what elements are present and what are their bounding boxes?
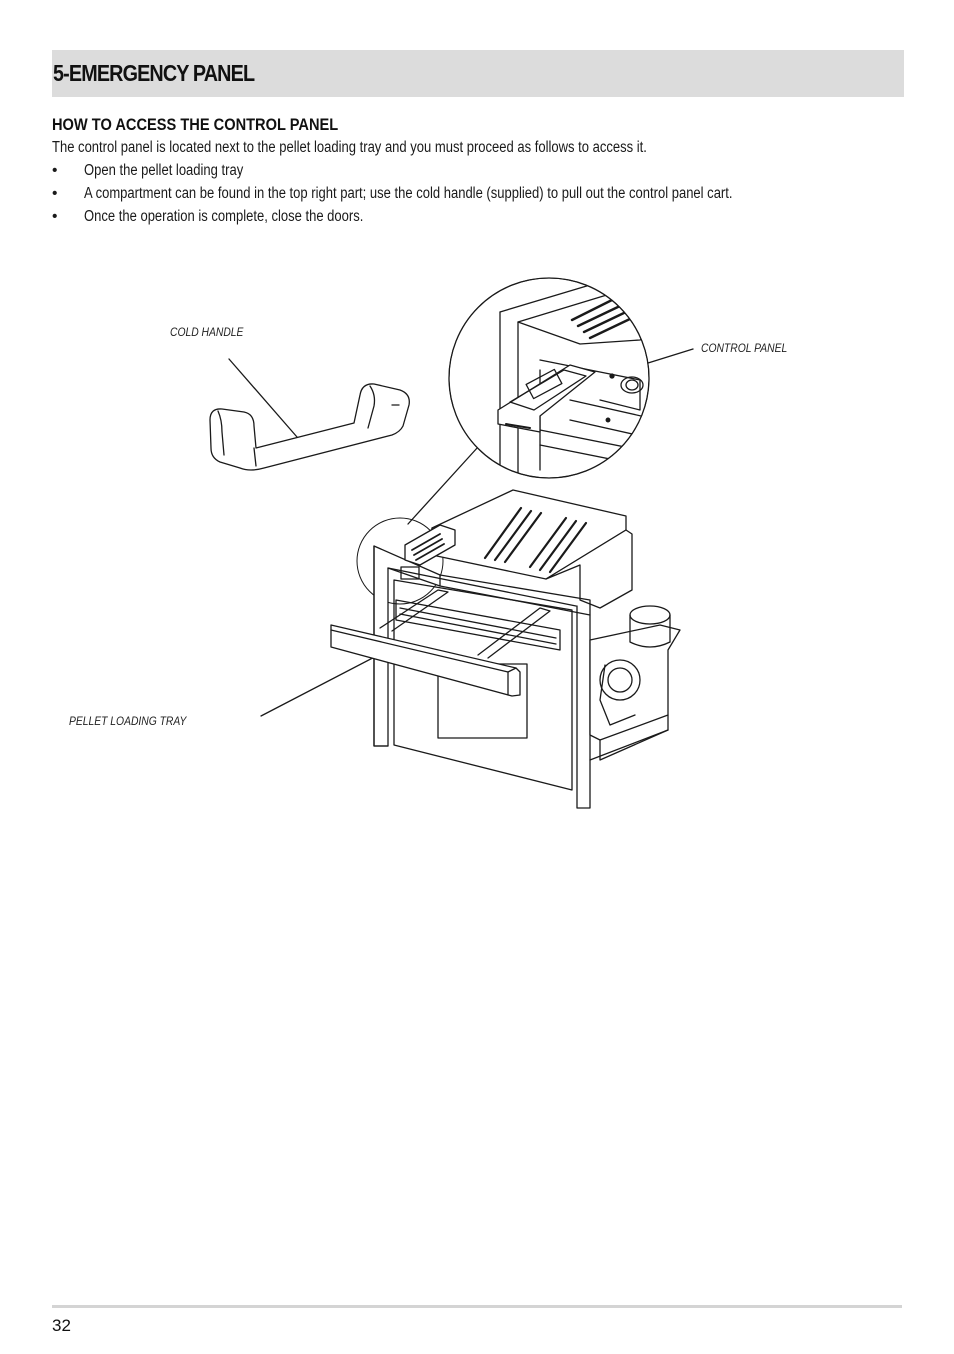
stove-body <box>330 489 681 809</box>
footer-divider <box>52 1305 902 1308</box>
panel-screen <box>525 368 563 400</box>
step-text: Once the operation is complete, close th… <box>84 208 364 225</box>
leader-line <box>407 446 479 525</box>
section-header: 5-EMERGENCY PANEL <box>52 50 904 97</box>
step-text: A compartment can be found in the top ri… <box>84 185 733 202</box>
sub-heading: HOW TO ACCESS THE CONTROL PANEL <box>52 115 339 134</box>
stove-drawing <box>209 277 694 809</box>
bullet: • <box>52 208 58 225</box>
control-panel-detail <box>448 277 650 479</box>
intro-paragraph: The control panel is located next to the… <box>52 139 647 156</box>
panel-display <box>400 566 420 580</box>
section-title: 5-EMERGENCY PANEL <box>53 60 255 86</box>
technical-illustration: COLD HANDLE CONTROL PANEL PELLET LOADING… <box>0 240 954 820</box>
callout-cold-handle: COLD HANDLE <box>170 325 244 339</box>
cold-handle-drawing <box>209 383 410 471</box>
leader-line <box>228 358 298 438</box>
detail-marker <box>356 517 444 605</box>
step-text: Open the pellet loading tray <box>84 162 244 179</box>
bullet: • <box>52 185 58 202</box>
callout-control-panel: CONTROL PANEL <box>701 341 788 355</box>
bullet: • <box>52 162 58 179</box>
page-number: 32 <box>52 1316 71 1335</box>
callout-pellet-loading-tray: PELLET LOADING TRAY <box>69 714 187 728</box>
leader-line <box>260 649 389 717</box>
